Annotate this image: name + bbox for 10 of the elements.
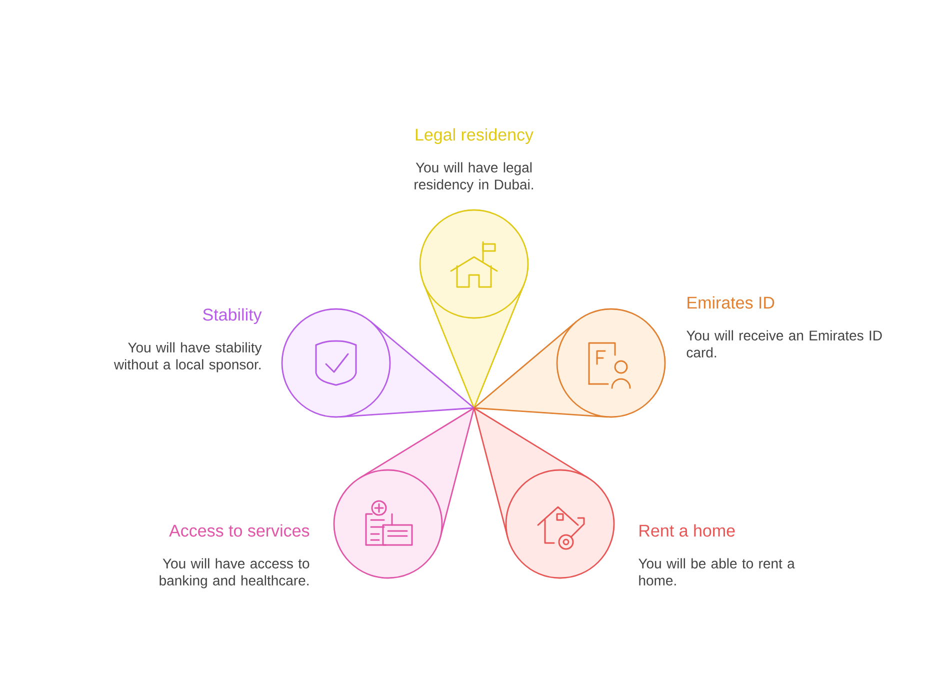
heading: Access to services xyxy=(169,524,310,537)
description: You will receive an Emirates ID card. xyxy=(686,330,882,358)
description: You will have stability without a local sponsor. xyxy=(114,342,262,372)
heading: Legal residency xyxy=(416,128,534,144)
heading: Stability xyxy=(203,308,262,324)
description: You will be able to rent a home. xyxy=(638,558,795,586)
description: You will have legal residency in Dubai. xyxy=(414,162,533,192)
heading: Rent a home xyxy=(640,524,735,537)
heading: Emirates ID xyxy=(688,296,774,309)
description: You will have access to banking and healthcare. xyxy=(160,558,310,588)
